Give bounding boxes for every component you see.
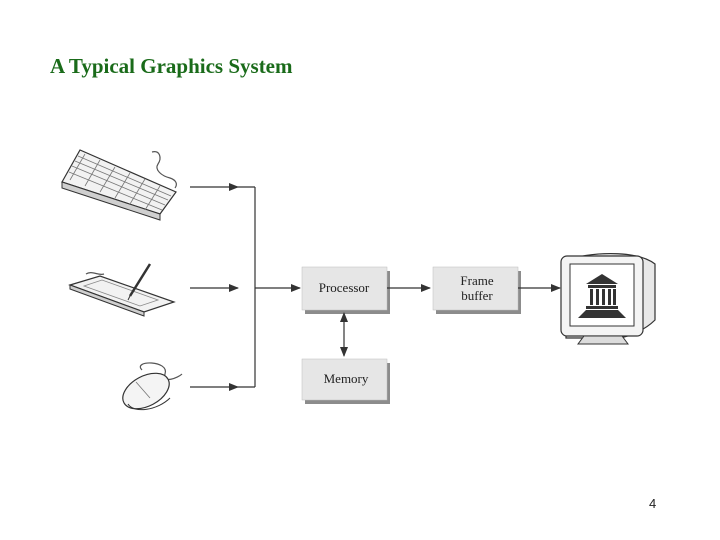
tablet-icon	[68, 263, 176, 317]
slide-title: A Typical Graphics System	[50, 54, 293, 78]
monitor-icon	[560, 253, 656, 345]
keyboard-icon	[61, 149, 177, 221]
mouse-icon	[122, 362, 183, 411]
frame-buffer-label-line1: Frame	[460, 273, 493, 288]
processor-box: Processor	[301, 266, 390, 314]
memory-label: Memory	[324, 371, 369, 386]
building-icon	[578, 274, 626, 318]
processor-label: Processor	[319, 280, 370, 295]
frame-buffer-label-line2: buffer	[461, 288, 493, 303]
frame-buffer-box: Frame buffer	[432, 266, 521, 314]
page-number: 4	[649, 496, 657, 511]
memory-box: Memory	[301, 358, 390, 404]
input-connectors	[190, 183, 301, 391]
